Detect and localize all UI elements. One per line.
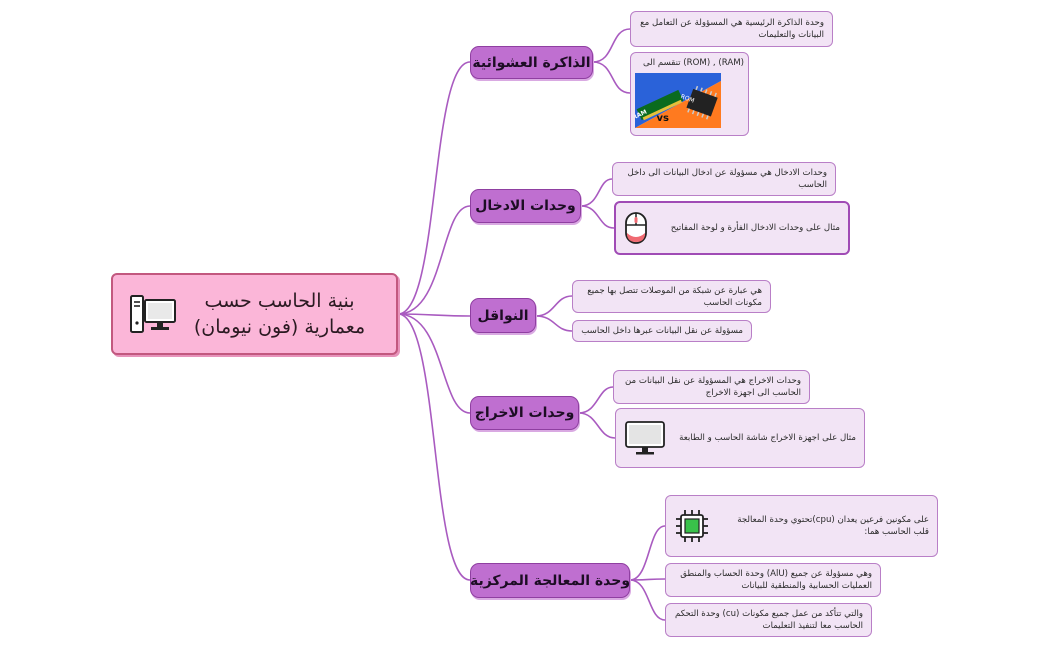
leaf-output-definition[interactable]: وحدات الاخراج هي المسؤولة عن نقل البيانا… — [613, 370, 810, 404]
branch-input-label: وحدات الادخال — [475, 198, 576, 214]
leaf-text: وحدة الذاكرة الرئيسية هي المسؤولة عن الت… — [640, 18, 824, 40]
cpu-chip-icon — [676, 510, 708, 542]
branch-cpu[interactable]: وحدة المعالجة المركزية — [470, 563, 630, 598]
link-root-bus — [397, 313, 471, 317]
link-input-2 — [580, 205, 615, 229]
leaf-text: مسؤولة عن نقل البيانات عبرها داخل الحاسب — [581, 326, 743, 336]
leaf-output-example[interactable]: مثال على اجهزة الاخراج شاشة الحاسب و الط… — [615, 408, 865, 468]
link-ram-1 — [592, 28, 631, 63]
branch-output-label: وحدات الاخراج — [474, 405, 575, 421]
branch-output[interactable]: وحدات الاخراج — [470, 396, 579, 430]
leaf-text: (RAM) , (ROM) تنقسم الى — [642, 58, 744, 68]
leaf-text: وحدات الادخال هي مسؤولة عن ادخال البيانا… — [627, 168, 827, 190]
mouse-icon — [625, 212, 647, 244]
rom-label: ROM — [680, 93, 696, 104]
leaf-text: والتي تتأكد من عمل جميع مكونات (cu) وحدة… — [674, 609, 863, 631]
leaf-input-example[interactable]: مثال على وحدات الادخال الفأرة و لوحة الم… — [614, 201, 850, 255]
branch-ram-label: الذاكرة العشوائية — [472, 54, 591, 71]
leaf-cpu-cu[interactable]: والتي تتأكد من عمل جميع مكونات (cu) وحدة… — [665, 603, 872, 637]
branch-ram[interactable]: الذاكرة العشوائية — [470, 46, 593, 79]
link-ram-2 — [592, 61, 631, 94]
link-bus-1 — [535, 295, 573, 317]
leaf-cpu-overview[interactable]: على مكونين فرعين يعدان (cpu)تحتوي وحدة ا… — [665, 495, 938, 557]
ram-vs-rom-image: RAM vs ROM — [635, 73, 721, 128]
branch-cpu-label: وحدة المعالجة المركزية — [469, 572, 631, 589]
branch-bus-label: النواقل — [477, 307, 529, 324]
leaf-text: هي عبارة عن شبكة من الموصلات تتصل بها جم… — [587, 285, 762, 308]
leaf-text: وهي مسؤولة عن جميع (AlU) وحدة الحساب وال… — [680, 569, 872, 591]
leaf-text: مثال على اجهزة الاخراج شاشة الحاسب و الط… — [679, 433, 856, 443]
link-output-2 — [578, 412, 616, 439]
leaf-ram-definition[interactable]: وحدة الذاكرة الرئيسية هي المسؤولة عن الت… — [630, 11, 833, 47]
root-node[interactable]: بنية الحاسب حسب معمارية (فون نيومان) — [111, 273, 398, 355]
link-root-cpu — [397, 313, 471, 581]
branch-bus[interactable]: النواقل — [470, 298, 536, 333]
leaf-text: وحدات الاخراج هي المسؤولة عن نقل البيانا… — [625, 376, 801, 398]
link-cpu-3 — [629, 579, 666, 621]
link-output-1 — [578, 386, 614, 414]
leaf-ram-types[interactable]: (RAM) , (ROM) تنقسم الى RAM vs ROM — [630, 52, 749, 136]
leaf-bus-definition[interactable]: هي عبارة عن شبكة من الموصلات تتصل بها جم… — [572, 280, 771, 313]
leaf-text: على مكونين فرعين يعدان (cpu)تحتوي وحدة ا… — [737, 515, 929, 537]
leaf-input-definition[interactable]: وحدات الادخال هي مسؤولة عن ادخال البيانا… — [612, 162, 836, 196]
leaf-cpu-alu[interactable]: وهي مسؤولة عن جميع (AlU) وحدة الحساب وال… — [665, 563, 881, 597]
link-root-ram — [397, 61, 471, 315]
link-root-output — [397, 313, 471, 414]
link-bus-2 — [535, 315, 573, 332]
monitor-icon — [625, 421, 665, 455]
desktop-computer-icon — [130, 295, 176, 333]
branch-input[interactable]: وحدات الادخال — [470, 189, 581, 223]
leaf-bus-role[interactable]: مسؤولة عن نقل البيانات عبرها داخل الحاسب — [572, 320, 752, 342]
link-root-input — [397, 205, 471, 315]
vs-label: vs — [657, 113, 670, 124]
link-cpu-1 — [629, 525, 666, 581]
root-title: بنية الحاسب حسب معمارية (فون نيومان) — [193, 290, 366, 338]
link-input-1 — [580, 178, 613, 207]
leaf-text: مثال على وحدات الادخال الفأرة و لوحة الم… — [670, 223, 840, 233]
